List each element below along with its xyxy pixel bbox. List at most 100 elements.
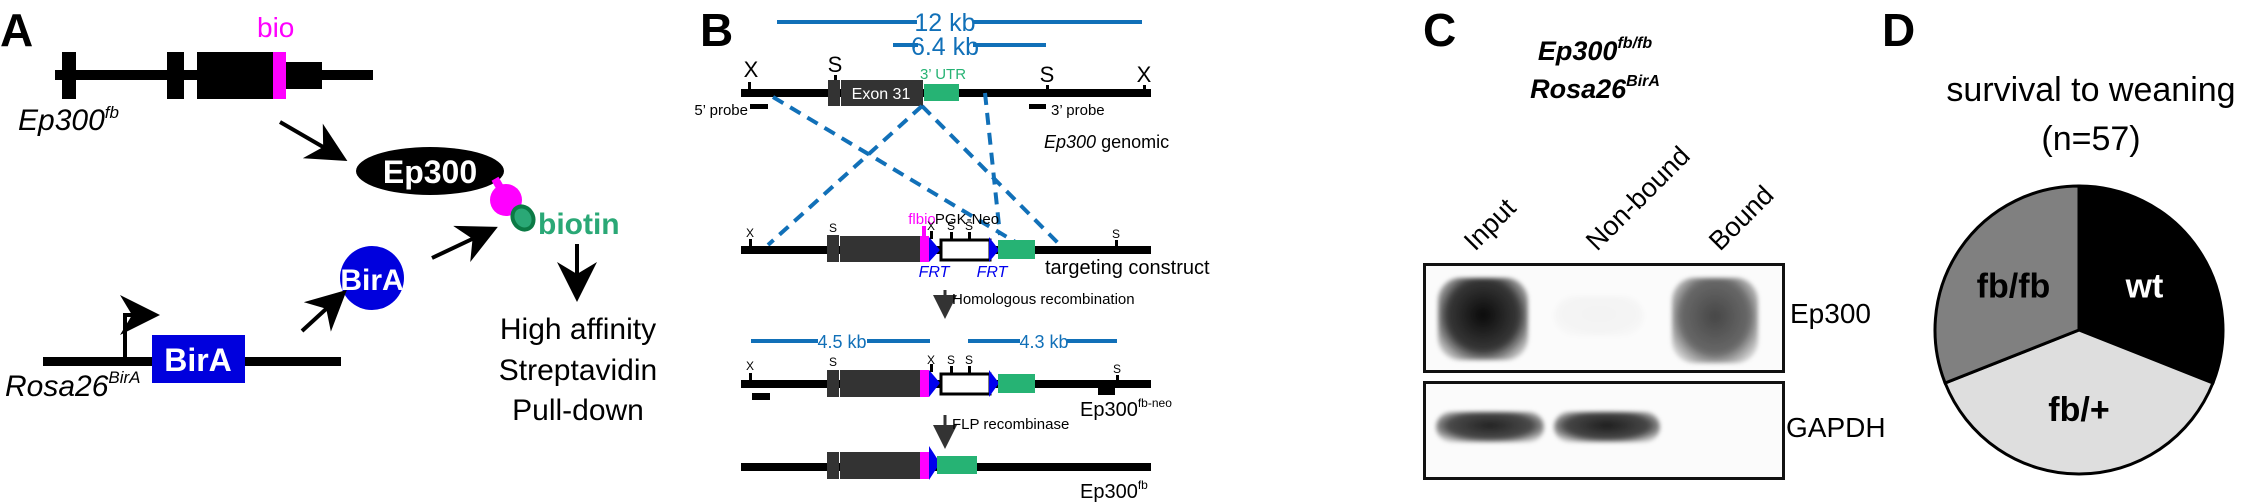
pie-label-wt: wt — [2125, 267, 2164, 305]
frt-triangle-2 — [989, 237, 999, 262]
site-s-2: S — [1040, 62, 1055, 87]
pie-label-fb-fb: fb/fb — [1977, 267, 2051, 305]
band-ep300-bound — [1672, 278, 1758, 363]
panel-c: C Ep300fb/fb Rosa26BirA Input Non-bound … — [1423, 4, 1886, 443]
arrow-bira-to-biotin — [431, 225, 498, 263]
bira-gene-box — [152, 335, 245, 383]
bira-gene-label: BirA — [164, 342, 232, 378]
ep300-fb-label: Ep300fb — [1080, 478, 1148, 503]
band-gapdh-bound — [1672, 412, 1772, 442]
pie-slice-fb- — [1943, 328, 2215, 476]
probe-3-label: 3’ probe — [1051, 102, 1105, 119]
construct-caption: targeting construct — [1045, 257, 1210, 279]
promoter-arrow-icon — [120, 295, 160, 357]
exon-2 — [167, 52, 184, 99]
ep300-fb-neo-allele — [741, 364, 1151, 400]
frt-triangle-1 — [929, 237, 940, 262]
neo-site-s-1: S — [829, 355, 837, 369]
construct-site-x-2: X — [927, 219, 935, 233]
panel-letter-a: A — [0, 4, 33, 56]
neo-site-x-1: X — [746, 359, 754, 373]
construct-site-s-1: S — [829, 221, 837, 235]
arrow-gene-to-bira — [300, 289, 347, 333]
genomic-locus — [741, 75, 1151, 109]
lane-label-bound: Bound — [1703, 180, 1779, 256]
flbio-block — [920, 236, 929, 262]
utr-label: 3’ UTR — [920, 66, 966, 83]
rosa26-label: Rosa26BirA — [5, 368, 141, 403]
chart-title: survival to weaning — [1946, 71, 2235, 109]
outcome-line-2: Streptavidin — [499, 354, 657, 387]
lane-label-input: Input — [1458, 192, 1522, 256]
exon-1 — [62, 52, 76, 99]
neo-site-s-4: S — [1113, 362, 1121, 376]
biotin-molecule — [510, 204, 536, 232]
bio-tag-block — [273, 52, 286, 99]
pie-slice-fb-fb — [1933, 184, 2081, 385]
probe-5-label: 5’ probe — [694, 102, 748, 119]
step1-label: Homologous recombination — [952, 291, 1135, 308]
blot-label-gapdh: GAPDH — [1786, 412, 1886, 443]
outcome-line-3: Pull-down — [512, 394, 644, 427]
bira-protein-label: BirA — [340, 264, 403, 297]
chart-subtitle: (n=57) — [2041, 120, 2140, 158]
pie-label-fb-: fb/+ — [2048, 391, 2109, 429]
ep300-fb-label: Ep300fb — [18, 103, 119, 137]
biotin-label: biotin — [538, 208, 620, 241]
site-x-2: X — [1137, 62, 1152, 87]
panel-letter-b: B — [700, 4, 733, 56]
genotype-line-1: Ep300fb/fb — [1538, 35, 1652, 66]
kb64-label: 6.4 kb — [911, 33, 979, 61]
pie-chart: wt fb/+ fb/fb — [1933, 184, 2225, 476]
arrow-gene-to-protein — [278, 120, 348, 162]
ep300-fb-allele — [741, 446, 1151, 480]
construct-site-s-3: S — [965, 219, 973, 233]
blot-gapdh — [1423, 381, 1785, 480]
panel-a: A bio Ep300fb Ep300 biotin BirA High aff… — [0, 4, 657, 427]
ep300-fb-gene — [55, 52, 373, 99]
pgk-neo-box — [939, 238, 992, 262]
panel-d: D survival to weaning (n=57) wt fb/+ fb/fb — [1882, 4, 2236, 476]
step2-label: FLP recombinase — [952, 416, 1069, 433]
blot-label-ep300: Ep300 — [1790, 298, 1871, 329]
neo-site-s-2: S — [947, 353, 955, 367]
exon31-label: Exon 31 — [852, 86, 911, 103]
frt-label-2: FRT — [977, 264, 1009, 281]
ep300-protein-ellipse — [356, 147, 504, 195]
construct-site-s-4: S — [1112, 227, 1120, 241]
band-gapdh-input — [1436, 412, 1544, 442]
site-s-1: S — [828, 52, 843, 77]
panel-b: B 12 kb 6.4 kb X S S X Exon 31 3’ UTR 5’… — [694, 4, 1210, 503]
targeting-construct — [741, 226, 1151, 262]
frt-label-1: FRT — [919, 264, 951, 281]
kb45-label: 4.5 kb — [817, 332, 866, 352]
bira-protein-circle — [340, 246, 404, 310]
site-x-1: X — [744, 57, 759, 82]
homology-dashed-lines — [766, 92, 1063, 248]
pgk-neo-label: PGK-Neo — [935, 211, 999, 228]
neo-site-s-3: S — [965, 353, 973, 367]
construct-site-x-1: X — [746, 226, 754, 240]
kb12-label: 12 kb — [914, 9, 975, 37]
kb43-label: 4.3 kb — [1019, 332, 1068, 352]
bio-tag-label: bio — [257, 12, 294, 43]
panel-letter-c: C — [1423, 4, 1456, 56]
blot-ep300 — [1423, 263, 1785, 373]
outcome-line-1: High affinity — [500, 313, 656, 346]
genomic-caption: Ep300 genomic — [1044, 132, 1169, 152]
exon-3 — [197, 52, 273, 99]
neo-site-x-2: X — [927, 353, 935, 367]
genotype-line-2: Rosa26BirA — [1530, 73, 1660, 104]
panel-letter-d: D — [1882, 4, 1915, 56]
ep300-protein-label: Ep300 — [383, 154, 477, 190]
construct-site-s-2: S — [947, 219, 955, 233]
flbio-label: flbio — [908, 211, 936, 228]
band-ep300-input — [1438, 278, 1528, 360]
probe-5-marker — [752, 393, 770, 400]
probe-3-marker — [1098, 388, 1115, 395]
pie-slice-wt — [2077, 184, 2225, 385]
probe-3-bar — [1029, 104, 1046, 109]
utr-block — [924, 84, 959, 101]
band-ep300-non-bound — [1554, 296, 1644, 336]
